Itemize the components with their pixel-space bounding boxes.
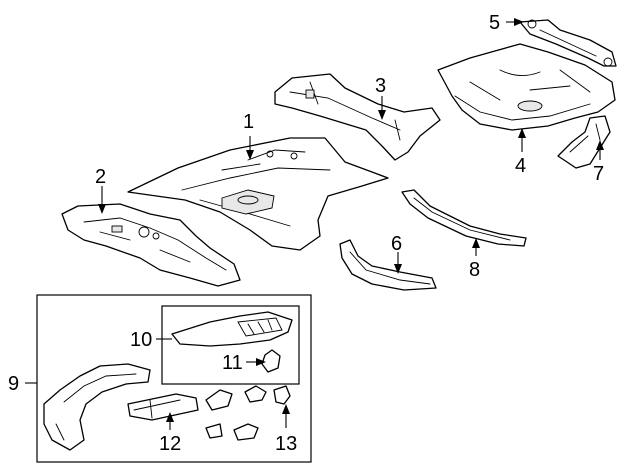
callout-7: 7 [593,163,604,185]
part-10-panel [171,311,293,347]
group-9-box [36,294,312,463]
callout-9: 9 [8,373,19,395]
callout-13: 13 [275,433,297,455]
part-4-rear-floor-pan [437,43,616,131]
leader-lines [25,18,604,430]
part-9-wheelhouse [43,363,151,451]
part-1-floor-pan [127,137,389,251]
part-5-reinforcement [519,19,617,67]
part-12-reinforcement [127,393,199,421]
callout-2: 2 [95,166,106,188]
callout-8: 8 [469,259,480,281]
group-10-box [161,305,300,385]
callout-12: 12 [159,433,181,455]
part-3-crossmember [274,73,441,161]
part-11-clip [261,349,281,373]
callout-10: 10 [130,329,152,351]
part-8-brace [401,189,527,247]
part-6-bracket [339,239,437,291]
callout-5: 5 [489,12,500,34]
small-hardware-parts [205,385,291,441]
part-2-rear-rail [61,203,241,287]
callout-1: 1 [243,111,254,133]
callout-11: 11 [222,352,243,374]
callout-3: 3 [375,75,386,97]
callout-4: 4 [515,155,526,177]
part-7-bracket [557,115,611,169]
callout-6: 6 [391,233,402,255]
